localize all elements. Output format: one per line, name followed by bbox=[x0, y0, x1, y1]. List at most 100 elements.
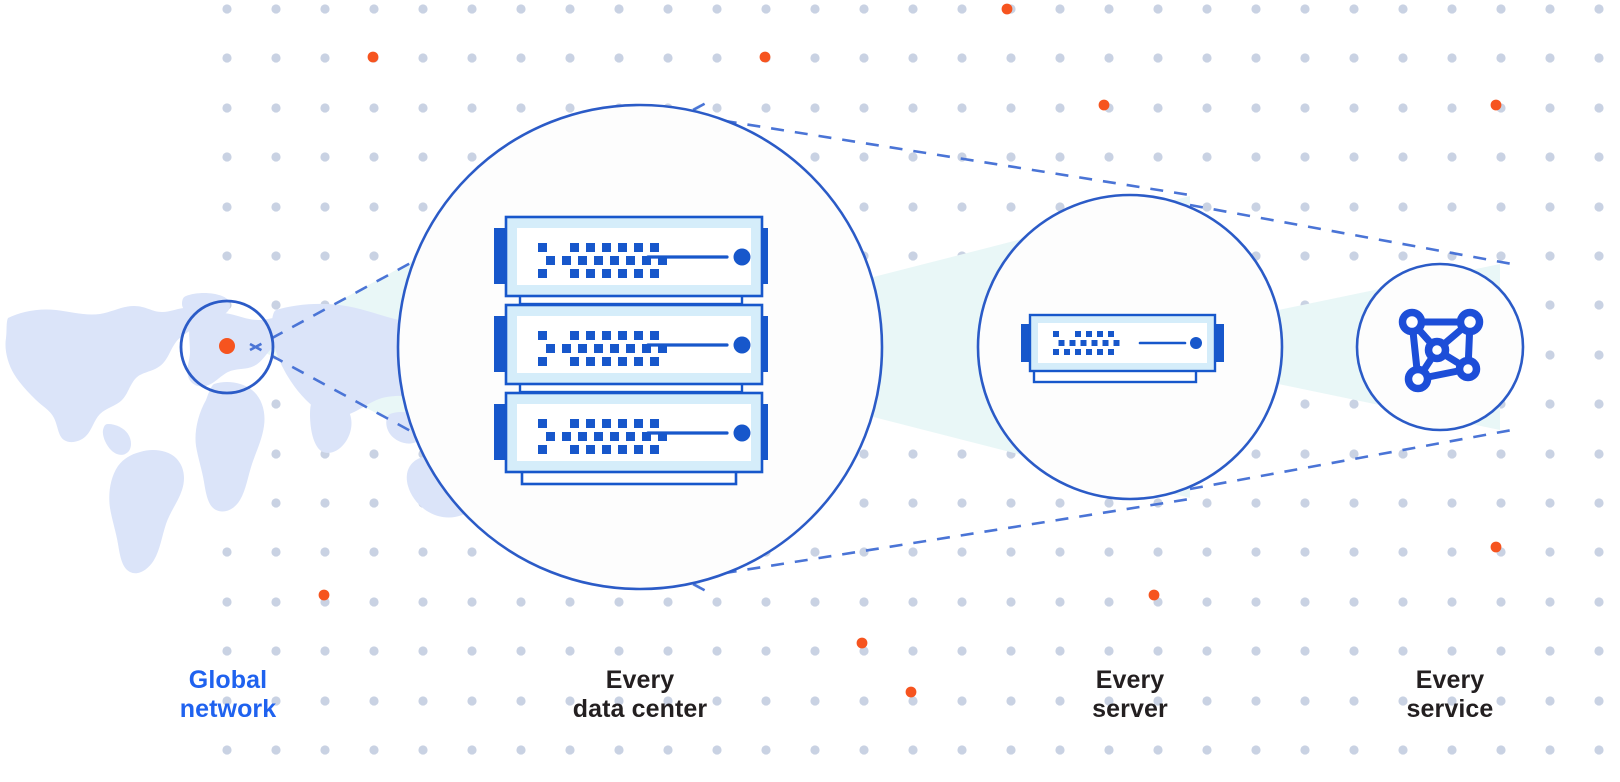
vent-cell bbox=[618, 419, 627, 428]
grid-dot bbox=[908, 103, 918, 113]
grid-dot bbox=[1447, 597, 1457, 607]
grid-dot bbox=[222, 202, 232, 212]
grid-dot bbox=[1545, 4, 1555, 14]
grid-dot bbox=[467, 53, 477, 63]
grid-dot bbox=[1545, 547, 1555, 557]
server-rack bbox=[494, 215, 768, 486]
grid-dot bbox=[467, 597, 477, 607]
grid-dot bbox=[271, 399, 281, 409]
grid-dot bbox=[1349, 251, 1359, 261]
vent-cell bbox=[562, 344, 571, 353]
grid-dot bbox=[957, 449, 967, 459]
grid-dot bbox=[859, 547, 869, 557]
grid-dot bbox=[1153, 745, 1163, 755]
grid-dot bbox=[859, 152, 869, 162]
grid-dot bbox=[1104, 547, 1114, 557]
vent-cell bbox=[538, 357, 547, 366]
grid-dot bbox=[1153, 696, 1163, 706]
vent-cell bbox=[650, 357, 659, 366]
grid-dot bbox=[1055, 152, 1065, 162]
grid-dot bbox=[614, 745, 624, 755]
vent-cell bbox=[634, 357, 643, 366]
single-server-led bbox=[1190, 337, 1202, 349]
grid-dot bbox=[271, 202, 281, 212]
grid-dot bbox=[663, 4, 673, 14]
vent-cell bbox=[634, 445, 643, 454]
grid-dot bbox=[271, 251, 281, 261]
grid-dot bbox=[1496, 646, 1506, 656]
vent-cell bbox=[642, 432, 651, 441]
grid-dot bbox=[957, 498, 967, 508]
grid-dot bbox=[369, 498, 379, 508]
grid-dot bbox=[1251, 449, 1261, 459]
vent-cell bbox=[586, 243, 595, 252]
vent-cell bbox=[634, 243, 643, 252]
grid-dot bbox=[712, 4, 722, 14]
grid-dot bbox=[565, 53, 575, 63]
grid-dot bbox=[1496, 498, 1506, 508]
grid-dot bbox=[663, 597, 673, 607]
grid-dot bbox=[908, 4, 918, 14]
grid-dot bbox=[957, 4, 967, 14]
grid-dot bbox=[1545, 251, 1555, 261]
grid-dot bbox=[1055, 202, 1065, 212]
grid-dot bbox=[320, 745, 330, 755]
grid-dot bbox=[908, 449, 918, 459]
grid-dot bbox=[1251, 597, 1261, 607]
vent-cell bbox=[602, 269, 611, 278]
grid-dot bbox=[467, 745, 477, 755]
vent-cell bbox=[602, 357, 611, 366]
grid-dot bbox=[1251, 152, 1261, 162]
vent-cell bbox=[570, 357, 579, 366]
grid-dot bbox=[859, 103, 869, 113]
grid-dot bbox=[1545, 300, 1555, 310]
grid-dot bbox=[271, 53, 281, 63]
vent-cell bbox=[634, 419, 643, 428]
rack-unit-3-led bbox=[733, 424, 751, 442]
vent-cell bbox=[634, 269, 643, 278]
grid-dot bbox=[1202, 696, 1212, 706]
grid-dot bbox=[516, 646, 526, 656]
vent-cell bbox=[650, 243, 659, 252]
grid-dot bbox=[1545, 449, 1555, 459]
grid-dot bbox=[1545, 53, 1555, 63]
vent-cell bbox=[1064, 349, 1070, 355]
grid-dot bbox=[810, 152, 820, 162]
grid-dot bbox=[418, 696, 428, 706]
grid-dot bbox=[271, 498, 281, 508]
grid-dot bbox=[859, 745, 869, 755]
grid-dot bbox=[1545, 745, 1555, 755]
grid-dot bbox=[908, 498, 918, 508]
grid-dot bbox=[1349, 103, 1359, 113]
grid-dot bbox=[1594, 399, 1604, 409]
grid-dot bbox=[320, 646, 330, 656]
grid-dot bbox=[271, 646, 281, 656]
cone2-top-dash bbox=[699, 115, 1197, 198]
grid-dot bbox=[467, 103, 477, 113]
vent-cell bbox=[538, 331, 547, 340]
mesh-node-center bbox=[1424, 337, 1450, 363]
grid-dot bbox=[1594, 597, 1604, 607]
vent-cell bbox=[1086, 331, 1092, 337]
vent-cell bbox=[1102, 340, 1109, 346]
grid-dot bbox=[1447, 745, 1457, 755]
grid-dot bbox=[1300, 53, 1310, 63]
vent-cell bbox=[1091, 340, 1098, 346]
grid-dot bbox=[1202, 547, 1212, 557]
grid-dot bbox=[859, 646, 869, 656]
rack-unit-1-led bbox=[733, 248, 751, 266]
grid-dot bbox=[1251, 103, 1261, 113]
vent-cell bbox=[1097, 349, 1103, 355]
vent-cell bbox=[650, 269, 659, 278]
grid-dot bbox=[222, 597, 232, 607]
grid-dot bbox=[1300, 597, 1310, 607]
mesh-node-bottom-left bbox=[1404, 365, 1432, 393]
grid-dot bbox=[1202, 152, 1212, 162]
grid-dot bbox=[1251, 202, 1261, 212]
grid-dot bbox=[908, 251, 918, 261]
grid-dot bbox=[614, 646, 624, 656]
rack-unit-2 bbox=[494, 303, 768, 386]
grid-dot bbox=[1300, 399, 1310, 409]
single-server-vents bbox=[1053, 331, 1120, 355]
